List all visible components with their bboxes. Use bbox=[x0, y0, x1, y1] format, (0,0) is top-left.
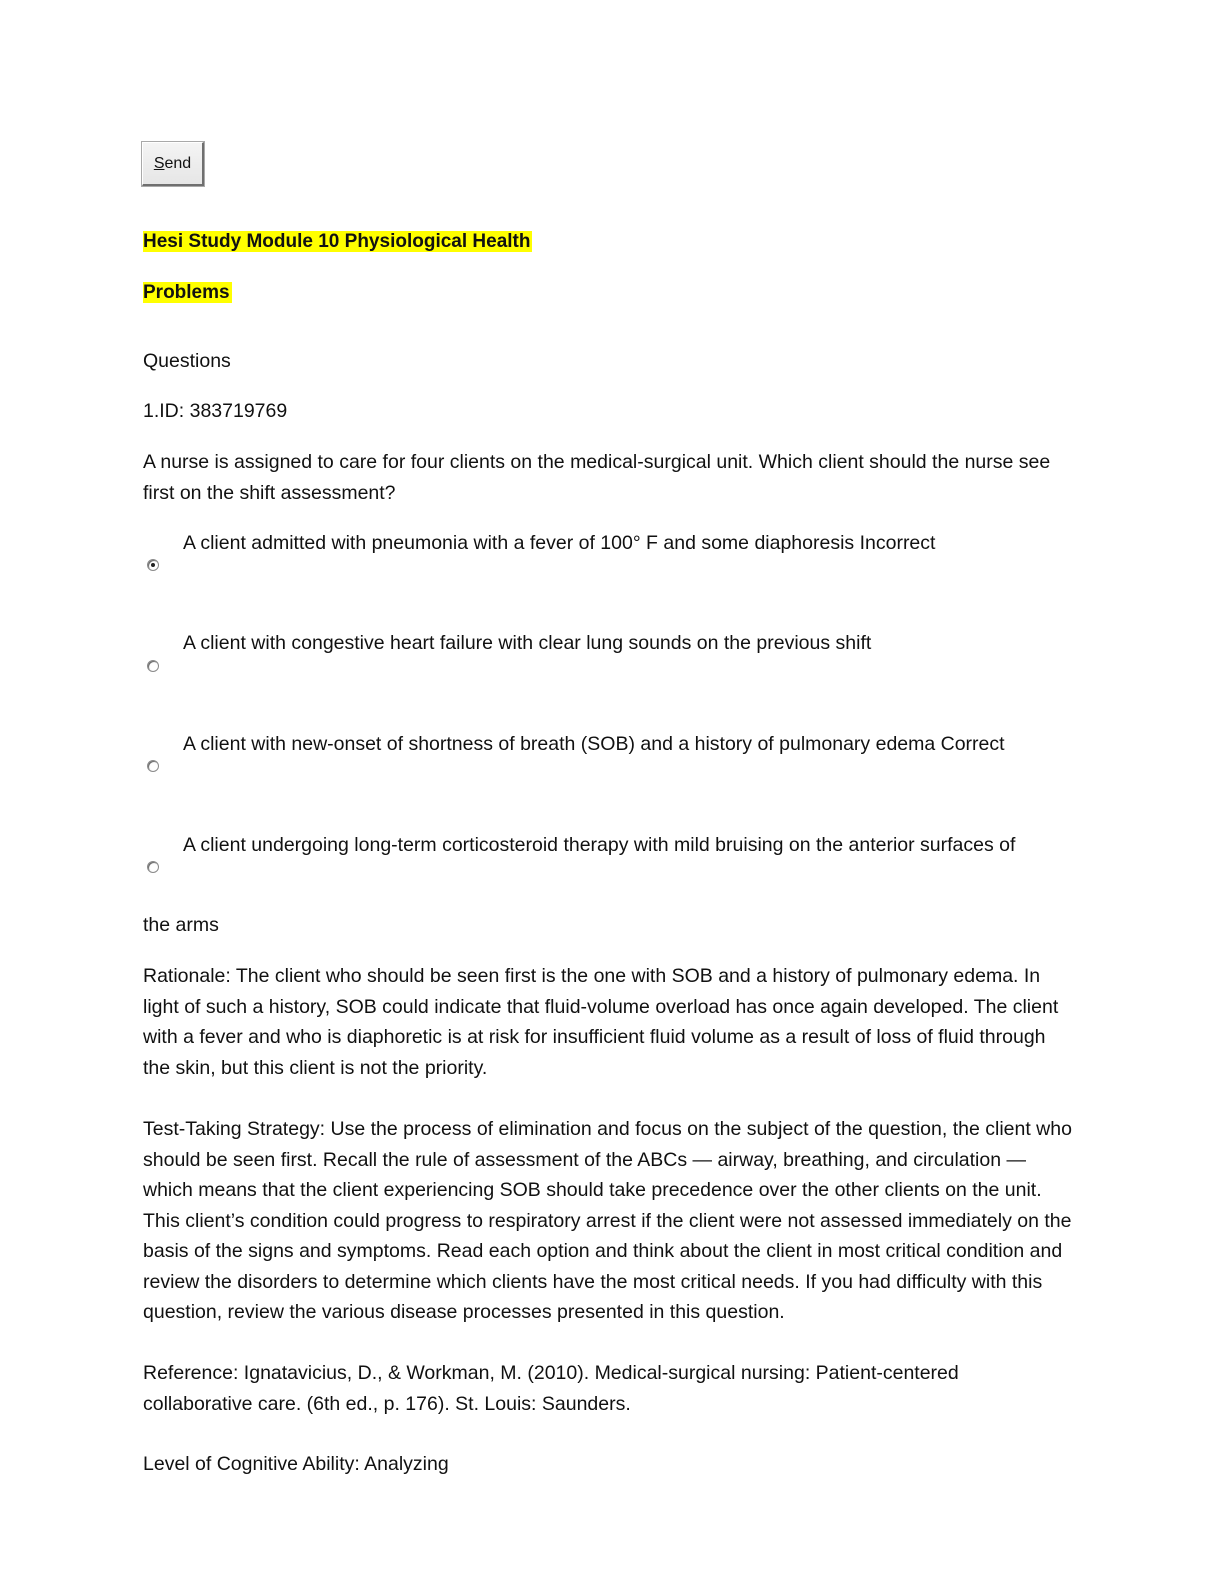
page-title: Hesi Study Module 10 Physiological Healt… bbox=[143, 228, 533, 256]
answer-radio-1[interactable] bbox=[147, 559, 159, 571]
send-button[interactable]: Send bbox=[141, 141, 205, 187]
send-button-accesskey: S bbox=[153, 155, 165, 172]
cognitive-level-text: Level of Cognitive Ability: Analyzing bbox=[143, 1453, 449, 1475]
question-stem: A nurse is assigned to care for four cli… bbox=[143, 451, 1051, 504]
question-id: 1.ID: 383719769 bbox=[143, 400, 288, 422]
section-label: Questions bbox=[143, 350, 231, 372]
test-taking-strategy-text: Test-Taking Strategy: Use the process of… bbox=[143, 1118, 1072, 1323]
page-title-line-2: Problems bbox=[143, 282, 232, 303]
rationale-text: Rationale: The client who should be seen… bbox=[143, 965, 1059, 1079]
answer-radio-2[interactable] bbox=[147, 660, 159, 672]
answer-option-label: A client admitted with pneumonia with a … bbox=[183, 532, 936, 554]
answer-option-label: A client with new-onset of shortness of … bbox=[183, 733, 1005, 755]
answer-radio-4[interactable] bbox=[147, 861, 159, 873]
page-title-continued: Problems bbox=[143, 279, 232, 307]
reference-text: Reference: Ignatavicius, D., & Workman, … bbox=[143, 1362, 959, 1415]
answer-option-4-continuation: the arms bbox=[143, 914, 219, 936]
send-button-label: end bbox=[164, 155, 192, 172]
answer-radio-3[interactable] bbox=[147, 760, 159, 772]
answer-option-label: A client with congestive heart failure w… bbox=[183, 632, 872, 654]
answer-option-label: A client undergoing long-term corticoste… bbox=[183, 834, 1016, 856]
page-title-line-1: Hesi Study Module 10 Physiological Healt… bbox=[143, 231, 533, 252]
